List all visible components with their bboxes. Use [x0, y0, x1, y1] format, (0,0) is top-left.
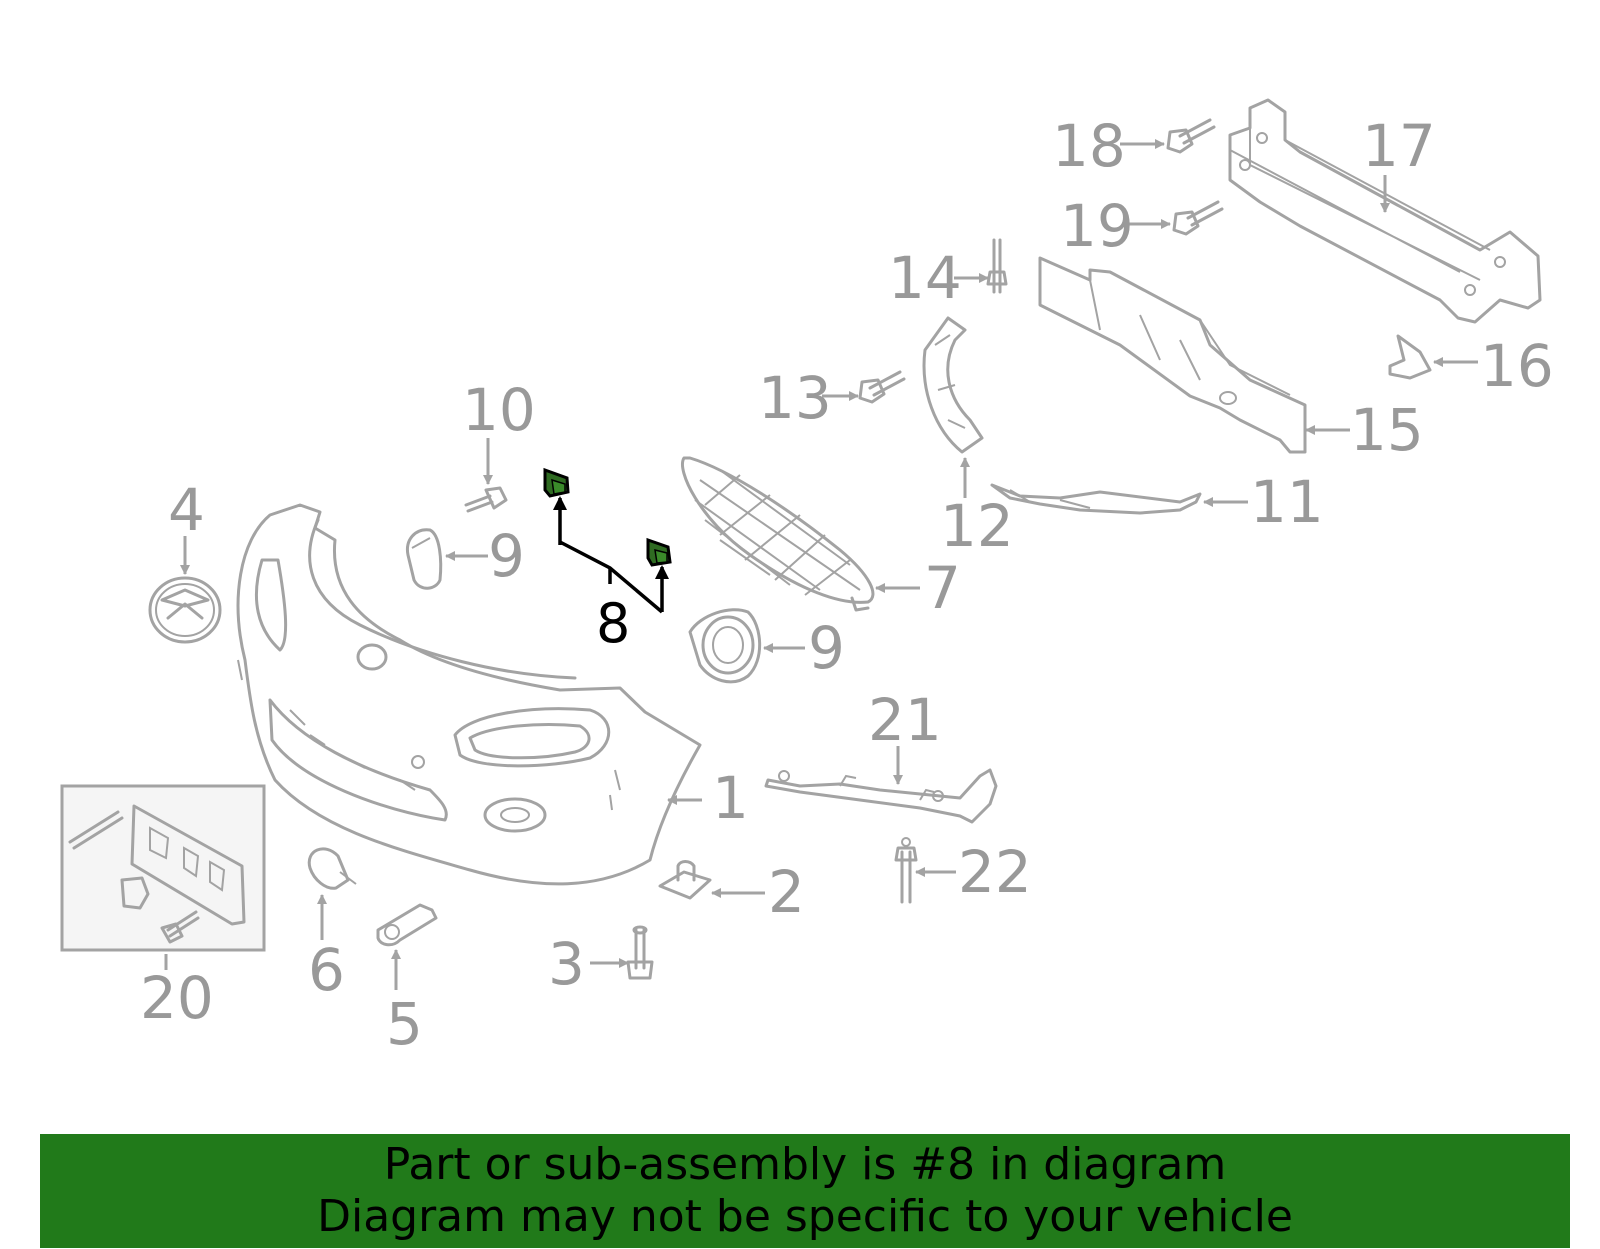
callout-7: 7: [924, 554, 961, 622]
callout-13: 13: [758, 364, 832, 432]
grille-part: [681, 456, 875, 612]
callout-18: 18: [1052, 112, 1126, 180]
clip-nut-part: [658, 860, 712, 900]
bolt-19-part: [1172, 200, 1224, 236]
callout-15: 15: [1350, 396, 1424, 464]
callout-9a: 9: [488, 522, 525, 590]
callout-1: 1: [712, 764, 749, 832]
callout-17: 17: [1362, 112, 1436, 180]
highlighted-clip-part-8: [543, 467, 672, 567]
bracket-clip-part: [376, 903, 438, 947]
cap-part: [307, 847, 357, 890]
callout-2: 2: [768, 858, 805, 926]
callout-5: 5: [386, 990, 423, 1058]
push-pin-part: [894, 837, 918, 904]
callout-20: 20: [140, 964, 214, 1032]
callout-3: 3: [548, 930, 585, 998]
banner-line-2: Diagram may not be specific to your vehi…: [317, 1191, 1293, 1242]
callout-16: 16: [1480, 332, 1554, 400]
fog-lamp-ring-part: [688, 608, 762, 684]
emblem-part: [148, 576, 222, 644]
callout-9b: 9: [808, 614, 845, 682]
callout-8: 8: [596, 592, 630, 655]
callout-10: 10: [462, 376, 536, 444]
side-bracket-part: [922, 316, 984, 454]
info-banner: Part or sub-assembly is #8 in diagram Di…: [40, 1134, 1570, 1248]
trim-strip-part: [990, 483, 1202, 515]
callout-21: 21: [868, 686, 942, 754]
callout-14: 14: [888, 244, 962, 312]
callout-19: 19: [1060, 192, 1134, 260]
bolt-18-part: [1166, 118, 1216, 154]
callout-12: 12: [940, 492, 1014, 560]
screw-part: [464, 486, 508, 513]
bumper-cover-part: [236, 503, 702, 886]
callout-11: 11: [1250, 468, 1324, 536]
banner-line-1: Part or sub-assembly is #8 in diagram: [383, 1139, 1227, 1190]
license-bracket-assembly-part: [60, 784, 266, 952]
lower-spoiler-part: [764, 768, 998, 824]
small-bracket-part: [1388, 334, 1432, 380]
bolt-part: [626, 925, 654, 980]
callout-6: 6: [308, 936, 345, 1004]
fog-bezel-clip-part: [405, 528, 443, 590]
reinforcement-bar-part: [1228, 98, 1542, 324]
energy-absorber-part: [1038, 256, 1307, 454]
callout-4: 4: [168, 476, 205, 544]
callout-22: 22: [958, 838, 1032, 906]
bolt-13-part: [858, 370, 906, 404]
pin-part: [986, 238, 1008, 294]
